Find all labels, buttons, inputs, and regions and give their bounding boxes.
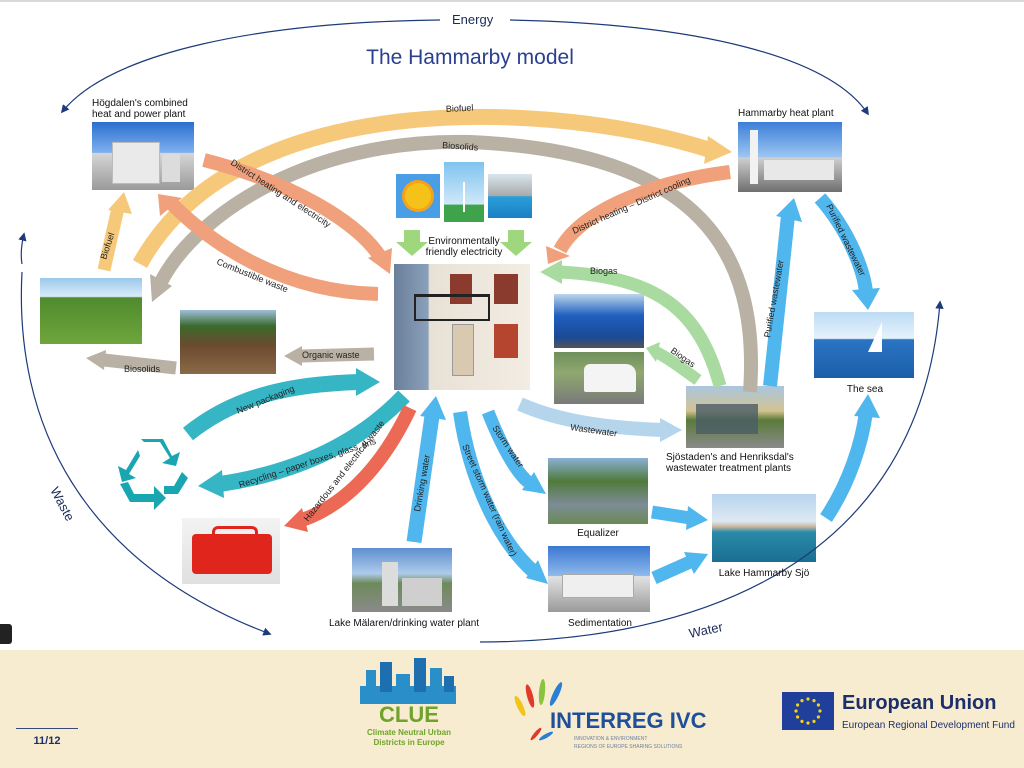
eu-name: European Union — [842, 692, 997, 714]
clue-name: CLUE — [379, 702, 439, 727]
water-cycle-label: Water — [688, 619, 725, 641]
interreg-tagline-2: REGIONS OF EUROPE SHARING SOLUTIONS — [574, 744, 683, 750]
biogas-1-label: Biogas — [590, 266, 618, 276]
clue-tagline-1: Climate Neutral Urban — [366, 728, 452, 737]
equalizer-photo — [548, 458, 648, 524]
env-energy-icons — [396, 162, 532, 228]
waste-cycle-label: Waste — [47, 484, 77, 523]
eu-fund: European Regional Development Fund — [842, 720, 1015, 731]
hammarby-heat-plant-label: Hammarby heat plant — [738, 108, 834, 119]
eu-flag-icon — [782, 692, 834, 730]
street-storm-water-arrowhead — [526, 560, 548, 584]
sun-icon — [396, 174, 440, 218]
water-cycle-arrow — [479, 300, 944, 643]
storm-water-arrowhead — [522, 472, 546, 494]
interreg-name: INTERREG IVC — [550, 708, 707, 733]
purified-wastewater-2-label: Purified wastewater — [824, 202, 867, 277]
biofuel-top-label: Biofuel — [446, 103, 474, 114]
slide: The Hammarby model — [0, 0, 1024, 643]
hogdalen-photo — [92, 122, 194, 190]
biosolids-left-label: Biosolids — [124, 364, 161, 374]
biogas-1-arrowhead — [540, 260, 562, 284]
biosolids-left-arrowhead — [86, 350, 106, 370]
the-sea-label: The sea — [846, 384, 884, 395]
biofuel-top-arrowhead — [704, 136, 732, 164]
wastewater-plant-photo — [686, 386, 784, 448]
clue-logo — [356, 656, 460, 708]
equalizer-label: Equalizer — [577, 528, 619, 539]
sedimentation-lake-arrowhead — [684, 552, 708, 574]
wastewater-arrowhead — [660, 418, 682, 442]
lake-sea-arrowhead — [854, 394, 880, 418]
recycling-icon — [110, 436, 194, 512]
van-photo — [554, 352, 644, 404]
hazardous-arrowhead — [284, 508, 308, 532]
slide-nav-handle[interactable] — [0, 624, 12, 644]
sedimentation-label: Sedimentation — [568, 618, 632, 629]
energy-cycle-right-arrow — [509, 19, 869, 116]
sea-photo — [814, 312, 914, 378]
page-number: 11/12 — [16, 728, 78, 747]
waste-cycle-arrow — [20, 271, 272, 636]
sedimentation-photo — [548, 546, 650, 612]
electricity-down-arrow-right — [500, 230, 532, 256]
flow-diagram: Energy Waste Water Biofuel Biosolids Dis… — [18, 12, 944, 643]
equalizer-lake-arrowhead — [686, 506, 708, 530]
hogdalen-label: Högdalen's combined heat and power plant — [92, 98, 188, 120]
env-electricity-label: Environmentally friendly electricity — [425, 236, 503, 258]
biogas-2-arrowhead — [646, 342, 660, 362]
clue-tagline-2: Districts in Europe — [373, 738, 445, 747]
energy-cycle-label: Energy — [452, 12, 494, 27]
lake-hammarby-photo — [712, 494, 816, 562]
wwtp-label: Sjöstaden's and Henriksdal's wastewater … — [666, 452, 794, 474]
biosolids-top-label: Biosolids — [442, 140, 479, 153]
water-cycle-left-arrow — [18, 232, 27, 265]
purified-wastewater-1-arrowhead — [776, 198, 802, 222]
building-photo — [394, 264, 530, 390]
toolbox-photo — [182, 518, 280, 584]
biofuel-left-arrowhead — [108, 192, 132, 214]
district-heating-cooling-label: District heating – District cooling — [571, 175, 692, 236]
compost-photo — [180, 310, 276, 374]
district-heating-electricity-arrowhead — [368, 248, 392, 274]
organic-waste-arrowhead — [284, 346, 302, 366]
lake-malaren-photo — [352, 548, 452, 612]
recycling-arrowhead — [198, 470, 224, 498]
purified-wastewater-2-arrowhead — [852, 288, 880, 310]
interreg-logo — [506, 676, 576, 752]
energy-cycle-left-arrow — [60, 19, 441, 114]
lake-malaren-label: Lake Mälaren/drinking water plant — [328, 618, 480, 629]
lake-hammarby-label: Lake Hammarby Sjö — [718, 568, 810, 579]
combustible-waste-arrowhead — [158, 194, 182, 216]
hydro-icon — [488, 174, 532, 218]
field-photo — [40, 278, 142, 344]
bus-photo — [554, 294, 644, 348]
district-heating-cooling-arrowhead — [546, 246, 570, 264]
hammarby-heat-plant-photo — [738, 122, 842, 192]
biosolids-top-arrowhead — [150, 274, 172, 302]
interreg-tagline-1: INNOVATION & ENVIRONMENT — [574, 736, 648, 742]
new-packaging-arrowhead — [356, 368, 380, 396]
drinking-water-arrowhead — [420, 396, 446, 420]
footer: CLUE Climate Neutral Urban Districts in … — [0, 650, 1024, 768]
diagram-title: The Hammarby model — [366, 46, 574, 69]
organic-waste-label: Organic waste — [302, 350, 360, 360]
electricity-down-arrow-left — [396, 230, 428, 256]
wind-turbine-icon — [444, 162, 484, 222]
